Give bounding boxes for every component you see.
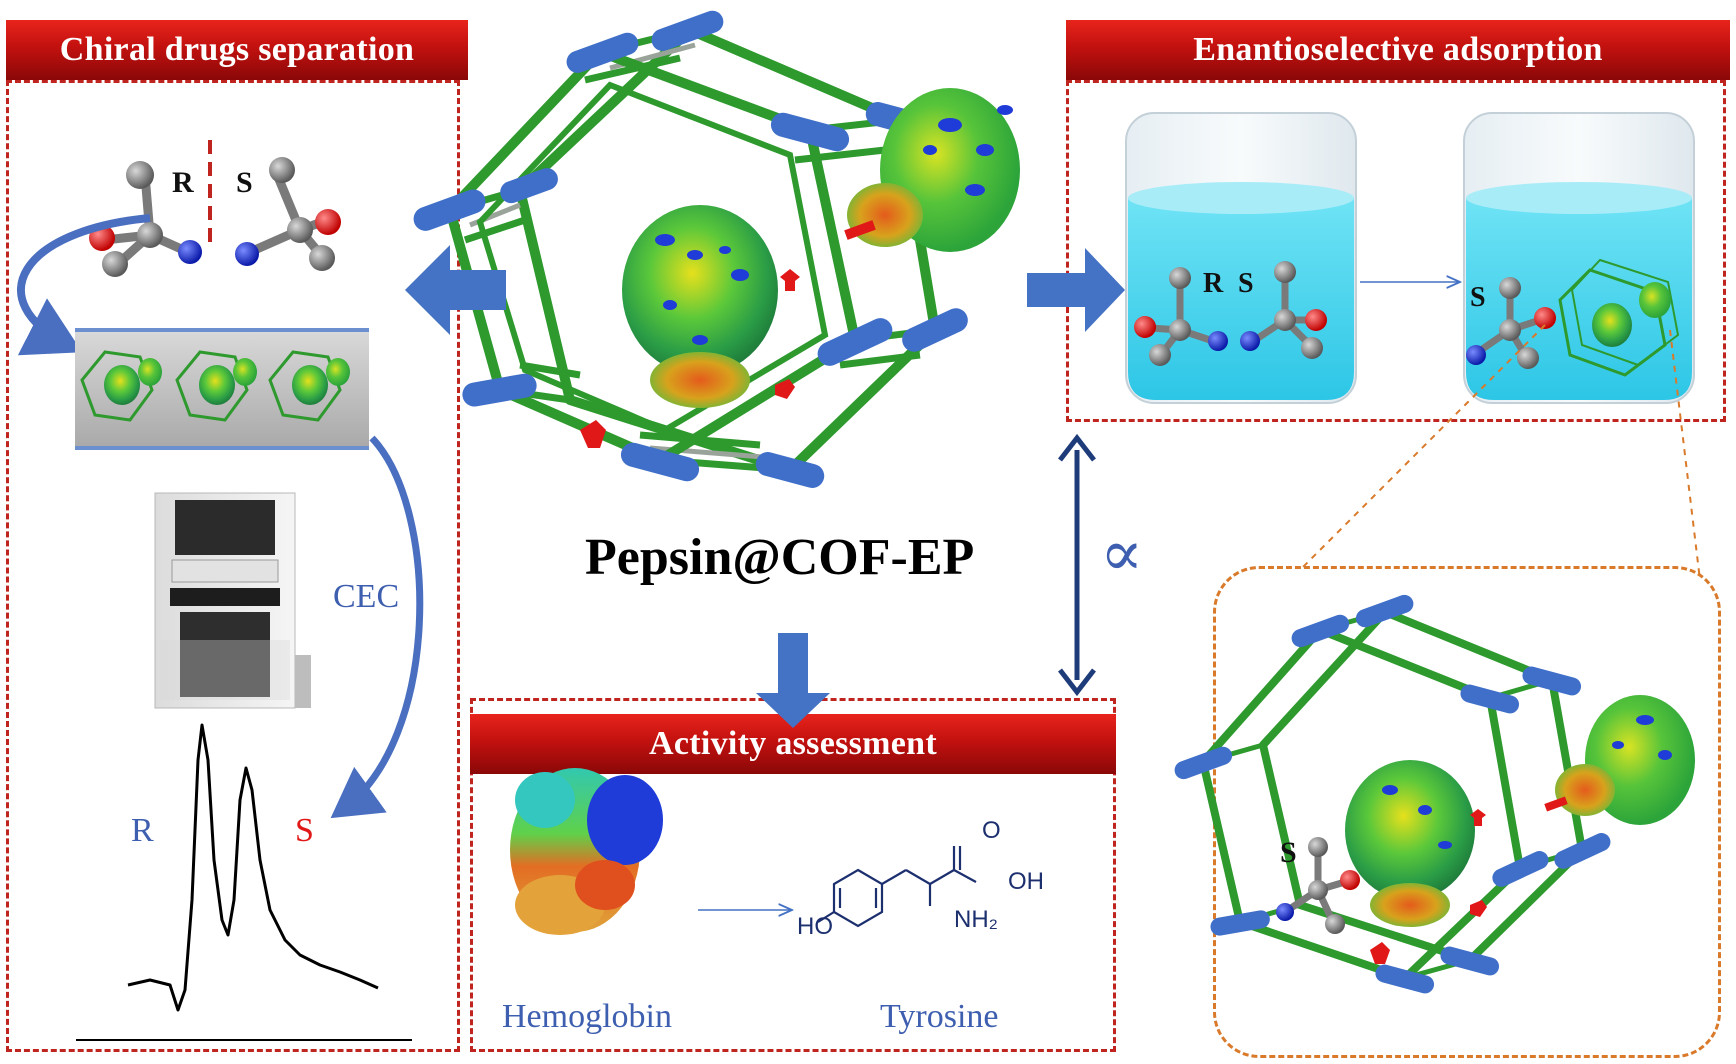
beaker2-s-label: S	[1470, 282, 1486, 313]
tyrosine-nh2: NH₂	[954, 906, 998, 933]
central-cof-cage	[413, 10, 1020, 488]
red-linkers	[580, 220, 876, 448]
electropherogram	[76, 723, 412, 1041]
chiral-panel-border	[6, 80, 460, 1052]
ce-instrument-icon	[154, 492, 311, 709]
curved-arrow-cec	[330, 435, 424, 819]
proportional-symbol: ∝	[1100, 518, 1144, 589]
arrow-down	[756, 633, 830, 728]
peak-r-label: R	[131, 812, 154, 849]
tyrosine-label: Tyrosine	[880, 998, 999, 1035]
arrow-right	[1027, 248, 1125, 332]
activity-title-text: Activity assessment	[648, 725, 938, 762]
double-vertical-arrow	[1058, 433, 1096, 697]
zoom-cof-cage	[1174, 594, 1695, 994]
chiral-title-text: Chiral drugs separation	[59, 31, 415, 68]
enantio-panel-border	[1066, 80, 1726, 422]
central-title: Pepsin@COF-EP	[585, 529, 975, 586]
zoom-lines	[1301, 324, 1701, 581]
peak-s-label: S	[295, 812, 314, 849]
beaker-2	[1463, 112, 1695, 404]
hemoglobin-structure	[510, 768, 663, 935]
cec-label: CEC	[333, 578, 400, 615]
curved-arrow-top	[17, 214, 151, 356]
beaker1-r-label: R	[1203, 268, 1224, 299]
pepsin-protein-inner	[622, 205, 778, 408]
capillary-column	[75, 328, 369, 450]
chiral-s-label: S	[236, 166, 253, 199]
zoom-s-label: S	[1280, 836, 1297, 869]
chiral-panel-title: Chiral drugs separation	[6, 20, 468, 80]
tyrosine-oh: OH	[1008, 868, 1044, 895]
chiral-r-label: R	[172, 166, 194, 199]
activity-panel-title: Activity assessment	[470, 714, 1116, 774]
tyrosine-o: O	[982, 817, 1001, 844]
chiral-molecules	[89, 140, 341, 277]
arrow-left	[405, 245, 506, 335]
block-arrows	[405, 245, 1125, 728]
tyrosine-structure	[817, 846, 977, 928]
beaker-1	[1125, 112, 1357, 404]
hemoglobin-label: Hemoglobin	[502, 998, 672, 1035]
enantio-title-text: Enantioselective adsorption	[1193, 31, 1603, 68]
cof-inner-frame	[476, 81, 829, 434]
beaker1-s-label: S	[1238, 268, 1254, 299]
enantio-panel-title: Enantioselective adsorption	[1066, 20, 1730, 80]
tyrosine-ho: HO	[797, 913, 833, 940]
